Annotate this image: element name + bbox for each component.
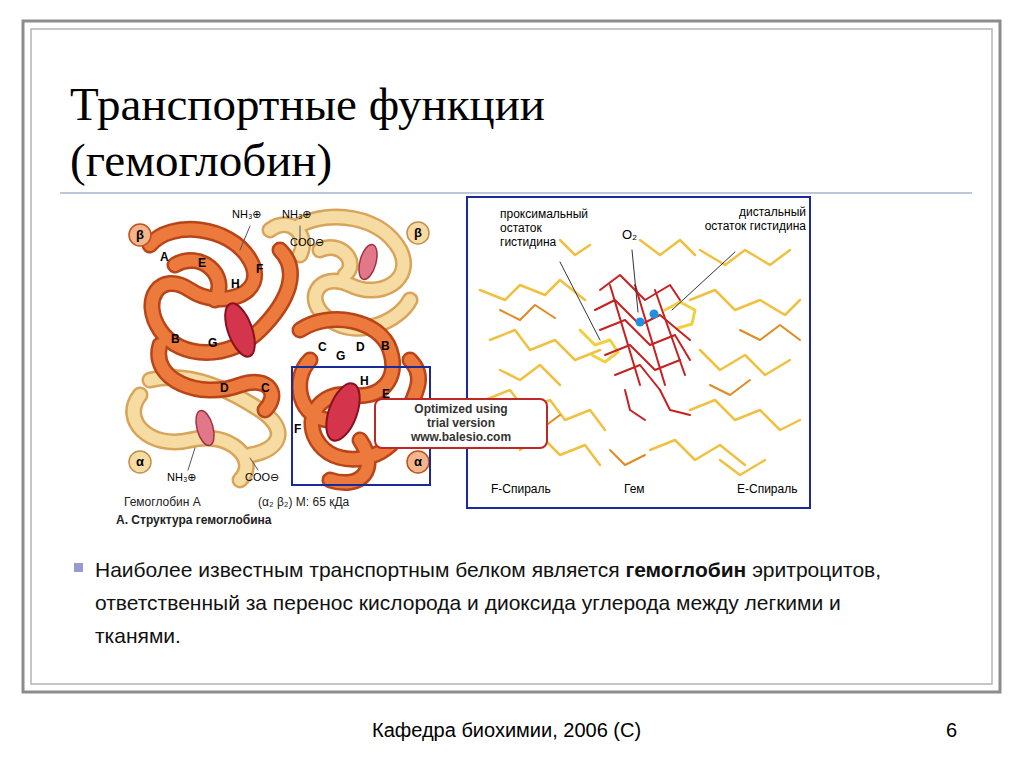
terminus-label: NH₃⊕: [167, 471, 197, 484]
figure-label: (α₂ β₂) M: 65 кДа: [258, 496, 349, 510]
subunit-label: α: [408, 455, 428, 470]
helix-letter: C: [261, 382, 270, 396]
figure-label: Гемоглобин А: [124, 496, 201, 510]
helix-letter: F: [294, 423, 301, 437]
helix-label: F-Спираль: [491, 483, 551, 497]
title-rule: [60, 192, 972, 194]
bullet-keyword: гемоглобин: [625, 558, 746, 581]
subunit-label: β: [408, 226, 428, 241]
helix-letter: D: [220, 382, 229, 396]
helix-letter: A: [160, 251, 169, 265]
helix-letter: B: [171, 333, 180, 347]
slide-frame-inner: [31, 29, 992, 684]
terminus-label: COO⊖: [290, 236, 324, 249]
callout-label: дистальный остаток гистидина: [700, 206, 806, 234]
helix-letter: G: [208, 337, 217, 351]
helix-letter: B: [381, 340, 390, 354]
helix-letter: H: [231, 278, 240, 292]
helix-letter: E: [198, 257, 206, 271]
bullet-text: Наиболее известным транспортным белком я…: [95, 553, 895, 652]
terminus-label: COO⊖: [245, 471, 279, 484]
slide-frame: [23, 21, 1000, 692]
bullet-text-part: Наиболее известным транспортным белком я…: [95, 558, 620, 581]
figure-caption: А. Структура гемоглобина: [116, 514, 272, 528]
footer-text: Кафедра биохимии, 2006 (С): [372, 718, 682, 742]
watermark: Optimized using trial version www.balesi…: [374, 398, 548, 449]
terminus-label: NH₃⊕: [282, 208, 312, 221]
heme-label: Гем: [624, 483, 645, 497]
helix-letter: H: [360, 375, 369, 389]
bullet-marker: [74, 563, 83, 572]
slide-title: Транспортные функции (гемоглобин): [70, 76, 690, 188]
terminus-label: NH₃⊕: [232, 208, 262, 221]
page-number: 6: [946, 718, 957, 742]
helix-letter: D: [356, 341, 365, 355]
subunit-label: β: [130, 228, 150, 243]
helix-letter: F: [256, 263, 263, 277]
helix-label: Е-Спираль: [737, 483, 797, 497]
heme-pocket-inset: [467, 197, 810, 508]
callout-label: проксимальный остаток гистидина: [500, 208, 600, 249]
helix-letter: C: [318, 341, 327, 355]
subunit-label: α: [130, 455, 150, 470]
helix-letter: G: [336, 350, 345, 364]
molecule-label: O₂: [622, 228, 637, 243]
